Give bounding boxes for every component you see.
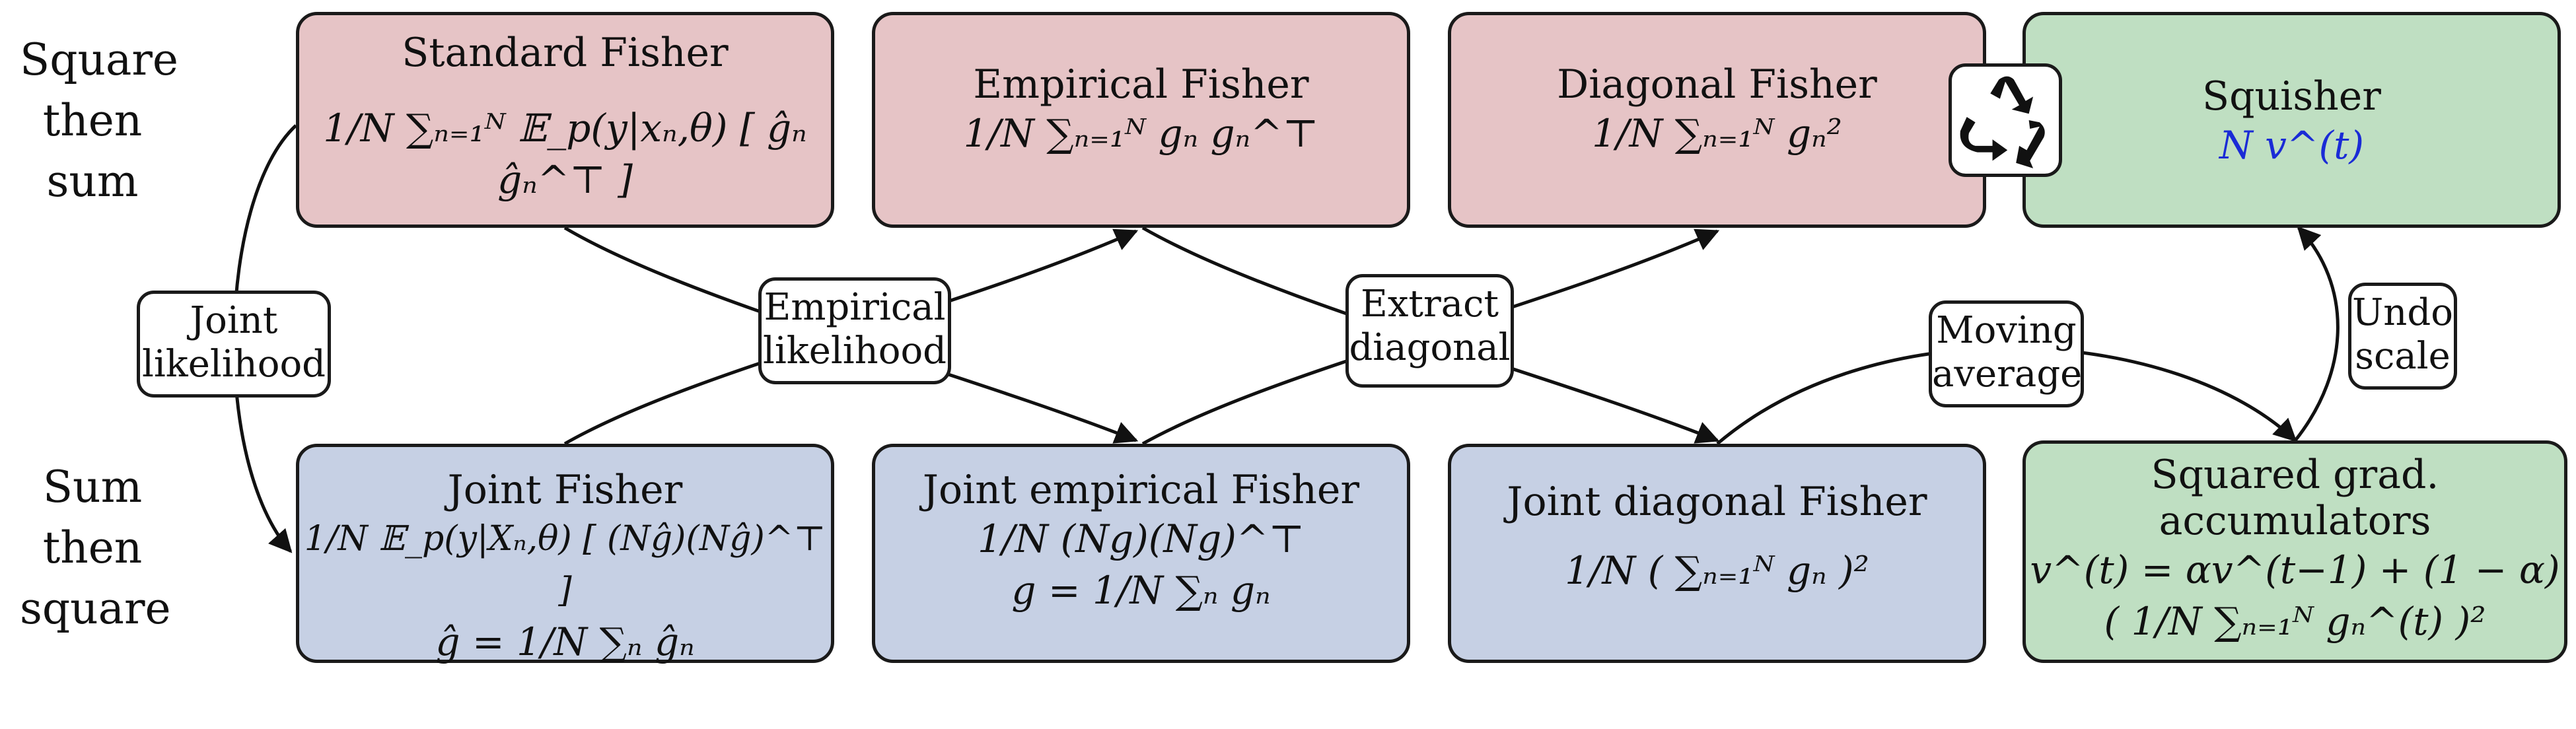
joint-fisher-title: Joint Fisher: [447, 467, 683, 513]
empirical-fisher-title: Empirical Fisher: [973, 61, 1309, 108]
joint-diagonal-fisher-title: Joint diagonal Fisher: [1507, 479, 1927, 525]
label-moving-average: Moving average: [1929, 300, 2084, 407]
squisher-formula: N v^(t): [2219, 123, 2365, 168]
diagonal-fisher-box: Diagonal Fisher 1/N ∑ₙ₌₁ᴺ gₙ²: [1448, 12, 1986, 228]
joint-empirical-fisher-box: Joint empirical Fisher 1/N (Ng)(Ng)^⊤ g …: [872, 444, 1410, 663]
joint-diagonal-fisher-formula: 1/N ( ∑ₙ₌₁ᴺ gₙ )²: [1565, 548, 1869, 593]
standard-fisher-formula: 1/N ∑ₙ₌₁ᴺ 𝔼_p(y|xₙ,θ) [ ĝₙ ĝₙ^⊤ ]: [323, 106, 807, 202]
standard-fisher-box: Standard Fisher 1/N ∑ₙ₌₁ᴺ 𝔼_p(y|xₙ,θ) [ …: [296, 12, 834, 228]
row-label-top: Square then sum: [20, 34, 178, 207]
joint-fisher-box: Joint Fisher 1/N 𝔼_p(y|Xₙ,θ) [ (Nĝ)(Nĝ)^…: [296, 444, 834, 664]
squisher-box: Squisher N v^(t): [2022, 12, 2561, 228]
joint-diagonal-fisher-box: Joint diagonal Fisher 1/N ( ∑ₙ₌₁ᴺ gₙ )²: [1448, 444, 1986, 663]
squared-grad-formula-1: v^(t) = αv^(t−1) + (1 − α): [2030, 547, 2560, 592]
label-empirical-likelihood: Empirical likelihood: [758, 277, 951, 384]
label-extract-diagonal: Extract diagonal: [1345, 274, 1514, 388]
edge-undo-scale: [2294, 226, 2340, 442]
joint-empirical-fisher-title: Joint empirical Fisher: [922, 467, 1360, 513]
joint-empirical-fisher-formula-1: 1/N (Ng)(Ng)^⊤: [977, 516, 1305, 561]
joint-fisher-formula-2: ĝ = 1/N ∑ₙ ĝₙ: [435, 619, 695, 664]
diagonal-fisher-title: Diagonal Fisher: [1557, 61, 1877, 108]
row-label-bottom: Sum then square: [20, 462, 171, 634]
empirical-fisher-formula: 1/N ∑ₙ₌₁ᴺ gₙ gₙ^⊤: [963, 111, 1319, 156]
squisher-title: Squisher: [2202, 73, 2381, 120]
squared-grad-title: Squared grad. accumulators: [2151, 452, 2439, 544]
recycle-icon: [1949, 63, 2062, 177]
diagonal-fisher-formula: 1/N ∑ₙ₌₁ᴺ gₙ²: [1592, 111, 1842, 156]
empirical-fisher-box: Empirical Fisher 1/N ∑ₙ₌₁ᴺ gₙ gₙ^⊤: [872, 12, 1410, 228]
joint-empirical-fisher-formula-2: g = 1/N ∑ₙ gₙ: [1011, 568, 1271, 613]
label-joint-likelihood: Joint likelihood: [137, 291, 331, 398]
joint-fisher-formula-1: 1/N 𝔼_p(y|Xₙ,θ) [ (Nĝ)(Nĝ)^⊤ ]: [304, 519, 826, 610]
squared-grad-box: Squared grad. accumulators v^(t) = αv^(t…: [2022, 440, 2567, 663]
standard-fisher-title: Standard Fisher: [402, 30, 729, 76]
squared-grad-formula-2: ( 1/N ∑ₙ₌₁ᴺ gₙ^(t) )²: [2104, 599, 2486, 644]
label-undo-scale: Undo scale: [2348, 283, 2457, 390]
